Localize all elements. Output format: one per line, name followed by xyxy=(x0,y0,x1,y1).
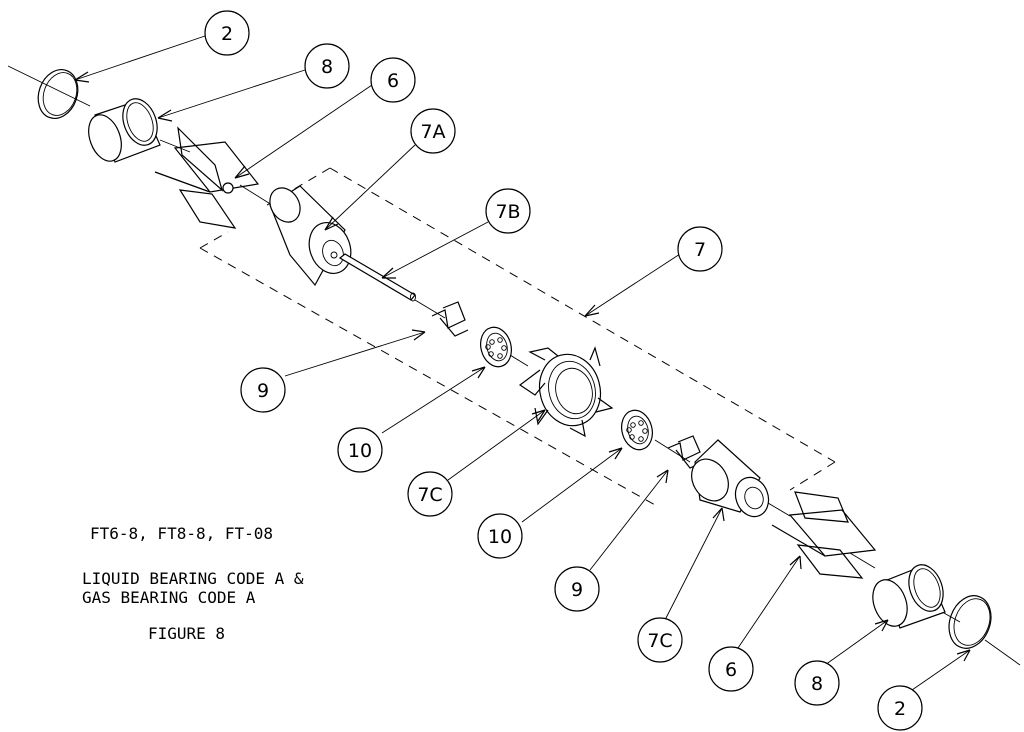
callout-2-bottom: 2 xyxy=(877,685,923,731)
bearing-lower xyxy=(621,409,653,451)
svg-text:7: 7 xyxy=(694,239,706,261)
svg-text:9: 9 xyxy=(257,380,269,402)
vane-bracket-top xyxy=(154,126,260,229)
callout-7C-lower: 7C xyxy=(637,617,683,663)
vane-bracket-bottom xyxy=(771,491,877,579)
svg-text:7B: 7B xyxy=(495,201,520,223)
svg-text:9: 9 xyxy=(571,579,583,601)
svg-text:7A: 7A xyxy=(420,121,445,143)
callout-10-lower: 10 xyxy=(477,513,523,559)
svg-text:10: 10 xyxy=(488,526,512,548)
callout-9-lower: 9 xyxy=(554,566,600,612)
callout-8-top: 8 xyxy=(304,43,350,89)
callout-10-upper: 10 xyxy=(337,427,383,473)
callout-6-top: 6 xyxy=(370,57,416,103)
callout-6-bottom: 6 xyxy=(708,646,754,692)
callout-9-upper: 9 xyxy=(240,367,286,413)
bushing-bottom xyxy=(872,564,946,629)
title-block: FT6-8, FT8-8, FT-08 LIQUID BEARING CODE … xyxy=(82,524,304,643)
retaining-ring-bottom xyxy=(948,595,992,649)
callout-7: 7 xyxy=(677,226,723,272)
leader-lines xyxy=(74,35,971,691)
svg-text:6: 6 xyxy=(725,659,737,681)
cone-7C-lower xyxy=(691,439,770,518)
title-line-1: LIQUID BEARING CODE A & xyxy=(82,569,304,588)
callout-8-bottom: 8 xyxy=(794,660,840,706)
svg-text:7C: 7C xyxy=(417,484,442,506)
title-line-2: GAS BEARING CODE A xyxy=(82,588,256,607)
bearing-upper xyxy=(480,326,512,368)
impeller-7C xyxy=(518,346,614,438)
svg-text:8: 8 xyxy=(811,673,823,695)
svg-text:10: 10 xyxy=(348,440,372,462)
callout-2-top: 2 xyxy=(204,10,250,56)
retaining-ring-top xyxy=(37,69,79,119)
bushing-top xyxy=(88,98,161,163)
svg-text:2: 2 xyxy=(894,698,906,720)
models-text: FT6-8, FT8-8, FT-08 xyxy=(90,524,273,543)
spring-clip-upper xyxy=(431,301,469,337)
shaft-7B xyxy=(338,253,416,302)
callout-7A: 7A xyxy=(410,108,456,154)
svg-text:8: 8 xyxy=(321,56,333,78)
callout-7B: 7B xyxy=(485,188,531,234)
callout-7C-upper: 7C xyxy=(407,471,453,517)
svg-text:7C: 7C xyxy=(647,630,672,652)
svg-text:2: 2 xyxy=(221,23,233,45)
figure-label: FIGURE 8 xyxy=(148,624,225,643)
cone-7A xyxy=(269,185,352,287)
svg-text:6: 6 xyxy=(387,70,399,92)
